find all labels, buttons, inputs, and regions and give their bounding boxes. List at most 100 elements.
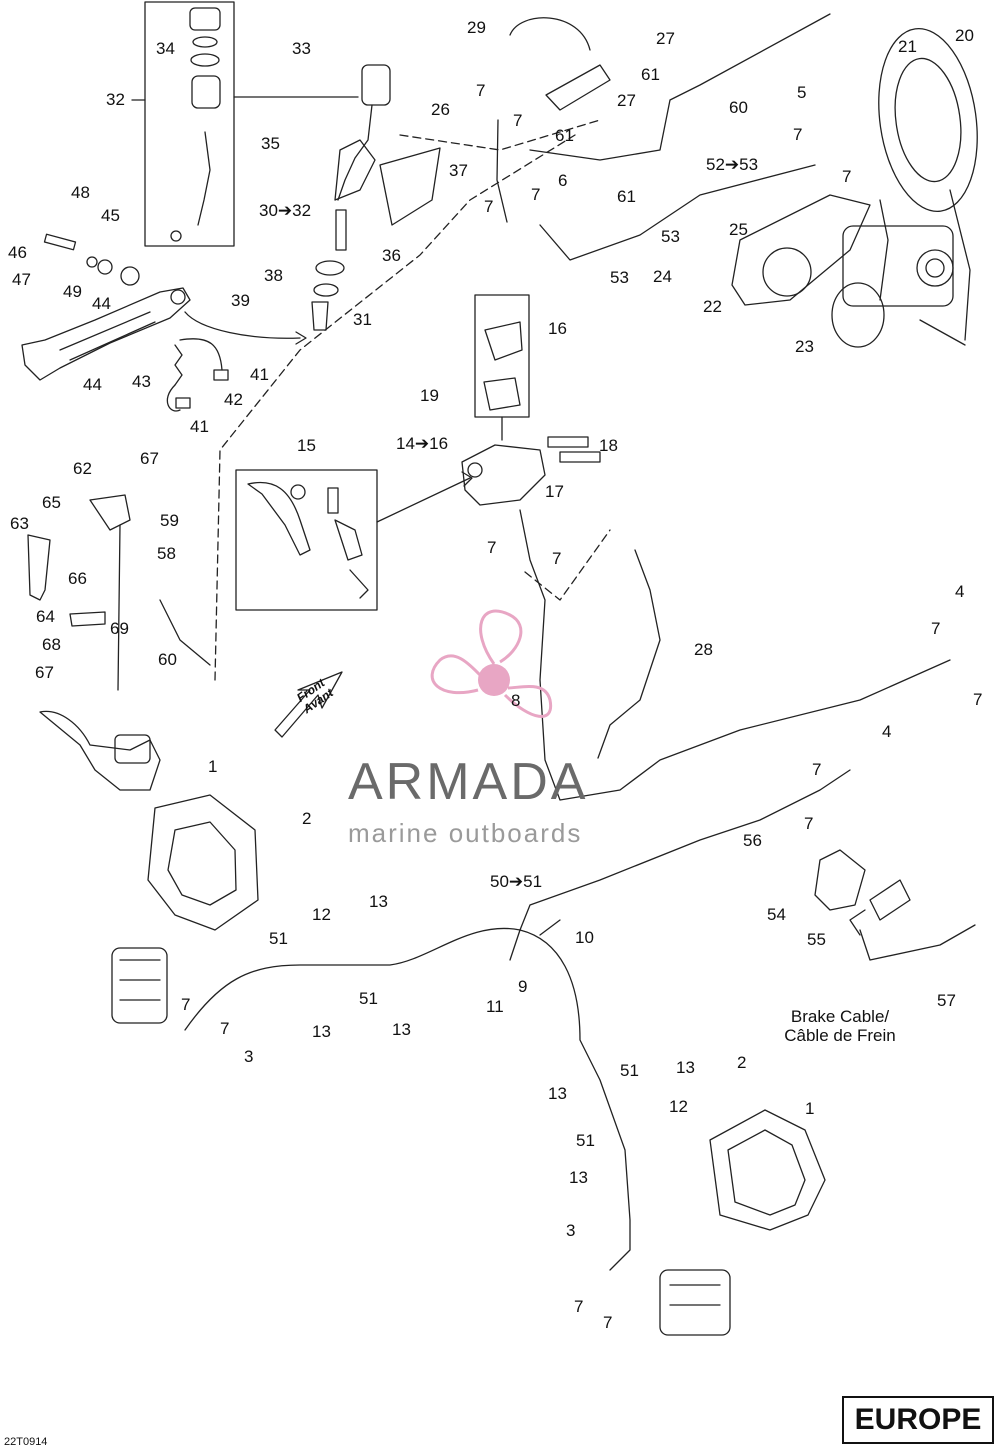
callout-27: 27 xyxy=(617,91,636,110)
front-disc-left xyxy=(147,794,259,931)
front-brake-lines xyxy=(184,927,631,1271)
callout-32: 32 xyxy=(106,90,125,109)
callout-13: 13 xyxy=(369,892,388,911)
callout-6: 6 xyxy=(558,171,568,190)
callout-7: 7 xyxy=(513,111,523,130)
callout-13: 13 xyxy=(569,1168,588,1187)
front-caliper-left xyxy=(111,947,168,1024)
callout-69: 69 xyxy=(110,619,129,638)
callout-62: 62 xyxy=(73,459,92,478)
callout-60: 60 xyxy=(158,650,177,669)
dashed-assembly-line xyxy=(214,134,576,681)
callout-43: 43 xyxy=(132,372,151,391)
callout-41: 41 xyxy=(250,365,269,384)
callout-27: 27 xyxy=(656,29,675,48)
callout-59: 59 xyxy=(160,511,179,530)
callout-26: 26 xyxy=(431,100,450,119)
front-master-cylinder xyxy=(461,444,546,506)
callout-7: 7 xyxy=(603,1313,613,1332)
callout-9: 9 xyxy=(518,977,528,996)
callout-58: 58 xyxy=(157,544,176,563)
callout-11: 11 xyxy=(486,997,504,1016)
watermark-brand: ARMADA xyxy=(348,753,589,811)
region-badge: EUROPE xyxy=(842,1396,994,1444)
callout-7: 7 xyxy=(931,619,941,638)
callout-67: 67 xyxy=(140,449,159,468)
hand-lever-detail-box xyxy=(235,469,378,611)
callout-16: 16 xyxy=(548,319,567,338)
callout-49: 49 xyxy=(63,282,82,301)
callout-53: 53 xyxy=(610,268,629,287)
callout-38: 38 xyxy=(264,266,283,285)
callout-28: 28 xyxy=(694,640,713,659)
callout-39: 39 xyxy=(231,291,250,310)
callout-47: 47 xyxy=(12,270,31,289)
callout-21: 21 xyxy=(898,37,917,56)
rear-brake-hose xyxy=(496,119,508,223)
callout-7: 7 xyxy=(574,1297,584,1316)
rear-master-54 xyxy=(814,849,866,911)
callout-7: 7 xyxy=(484,197,494,216)
callout-13: 13 xyxy=(312,1022,331,1041)
callout-7: 7 xyxy=(552,549,562,568)
callout-18: 18 xyxy=(599,436,618,455)
hand-lever xyxy=(247,482,311,556)
callout-30-32: 30➔32 xyxy=(259,201,312,220)
callout-12: 12 xyxy=(312,905,331,924)
callout-4: 4 xyxy=(955,582,965,601)
callout-7: 7 xyxy=(973,690,983,709)
callout-36: 36 xyxy=(382,246,401,265)
callout-53: 53 xyxy=(661,227,680,246)
brake-pedal xyxy=(21,287,191,381)
callout-25: 25 xyxy=(729,220,748,239)
callout-8: 8 xyxy=(511,691,521,710)
callout-44: 44 xyxy=(83,375,102,394)
rear-disc xyxy=(878,28,978,212)
callout-55: 55 xyxy=(807,930,826,949)
callout-64: 64 xyxy=(36,607,55,626)
callout-51: 51 xyxy=(620,1061,639,1080)
callout-15: 15 xyxy=(297,436,316,455)
callout-7: 7 xyxy=(531,185,541,204)
reservoir-detail-box xyxy=(144,1,235,247)
brake-cable-line1: Brake Cable/ xyxy=(790,1007,890,1026)
left-hand-lever xyxy=(39,710,161,791)
callout-2: 2 xyxy=(737,1053,747,1072)
brake-hose-28 xyxy=(597,549,661,759)
callout-24: 24 xyxy=(653,267,672,286)
callout-13: 13 xyxy=(548,1084,567,1103)
callout-2: 2 xyxy=(302,809,312,828)
callout-17: 17 xyxy=(545,482,564,501)
callout-4: 4 xyxy=(882,722,892,741)
callout-13: 13 xyxy=(676,1058,695,1077)
callout-33: 33 xyxy=(292,39,311,58)
callout-7: 7 xyxy=(804,814,814,833)
brake-cable-note: Brake Cable/ Câble de Frein xyxy=(770,1007,910,1045)
callout-5: 5 xyxy=(797,83,807,102)
document-code: 22T0914 xyxy=(4,1436,48,1448)
callout-7: 7 xyxy=(793,125,803,144)
callout-35: 35 xyxy=(261,134,280,153)
callout-52-53: 52➔53 xyxy=(706,155,759,174)
callout-42: 42 xyxy=(224,390,243,409)
callout-7: 7 xyxy=(476,81,486,100)
callout-34: 34 xyxy=(156,39,175,58)
callout-51: 51 xyxy=(269,929,288,948)
callout-7: 7 xyxy=(842,167,852,186)
callout-7: 7 xyxy=(487,538,497,557)
front-caliper-right xyxy=(659,1269,731,1336)
callout-48: 48 xyxy=(71,183,90,202)
callout-44: 44 xyxy=(92,294,111,313)
callout-57: 57 xyxy=(937,991,956,1010)
rear-caliper-bracket xyxy=(731,194,871,306)
callout-19: 19 xyxy=(420,386,439,405)
callout-68: 68 xyxy=(42,635,61,654)
brake-cable-line2: Câble de Frein xyxy=(784,1026,896,1045)
callout-13: 13 xyxy=(392,1020,411,1039)
rear-reservoir xyxy=(361,64,391,106)
callout-51: 51 xyxy=(359,989,378,1008)
callout-56: 56 xyxy=(743,831,762,850)
callout-22: 22 xyxy=(703,297,722,316)
callout-37: 37 xyxy=(449,161,468,180)
